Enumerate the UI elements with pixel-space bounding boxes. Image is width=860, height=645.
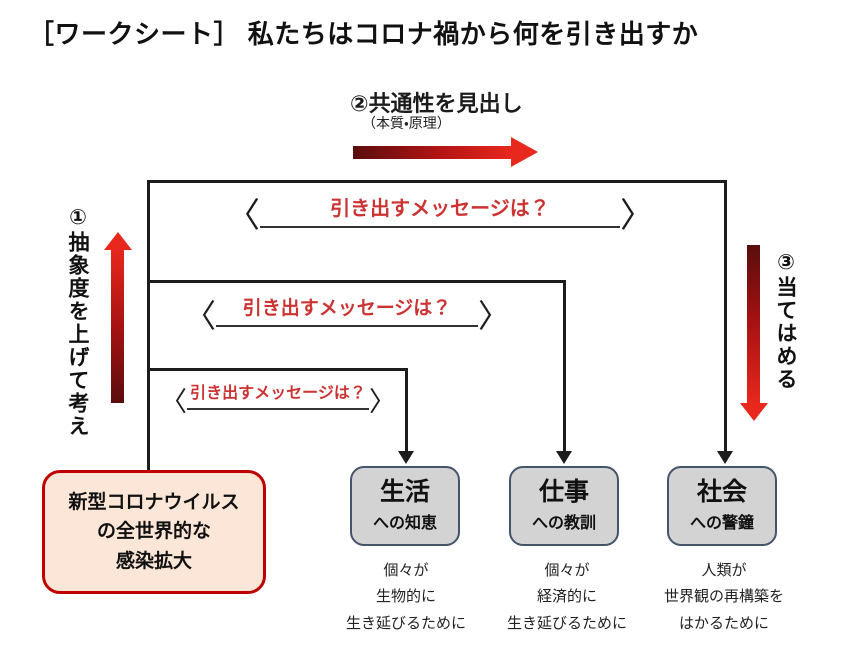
message-row-bottom: 〈 引き出すメッセージは？ 〉 bbox=[160, 379, 396, 415]
arrowhead-work-icon bbox=[556, 451, 572, 464]
source-box-line: の全世界的な bbox=[96, 521, 211, 543]
step1-label: ①抽象度を上げて考え bbox=[66, 205, 89, 438]
message-blank-line: 引き出すメッセージは？ bbox=[187, 379, 369, 410]
step3-label: ③当てはめる bbox=[774, 250, 797, 391]
caption-line: 人類が bbox=[701, 562, 747, 579]
caption-work: 個々が 経済的に 生き延びるために bbox=[477, 558, 657, 637]
caption-line: 生き延びるために bbox=[345, 614, 466, 632]
connector-left-vertical bbox=[147, 180, 150, 470]
message-blank-line: 引き出すメッセージは？ bbox=[260, 192, 620, 228]
message-row-top: 〈 引き出すメッセージは？ 〉 bbox=[226, 192, 654, 233]
category-subtitle: への警鐘 bbox=[689, 514, 754, 532]
arrowhead-society-icon bbox=[717, 451, 733, 464]
message-blank-line: 引き出すメッセージは？ bbox=[216, 293, 478, 327]
up-red-arrow-icon bbox=[104, 232, 132, 250]
caption-line: 生物的に bbox=[375, 588, 436, 606]
source-box-line: 感染拡大 bbox=[115, 550, 192, 572]
down-red-arrow-shaft bbox=[747, 245, 760, 403]
connector-society-vertical bbox=[724, 180, 727, 451]
category-subtitle: への教訓 bbox=[531, 514, 596, 532]
category-title: 生活 bbox=[379, 478, 430, 507]
category-box-society: 社会 への警鐘 bbox=[667, 466, 777, 546]
caption-line: はかるために bbox=[678, 614, 769, 632]
angle-bracket-left-icon: 〈 bbox=[184, 298, 217, 335]
category-box-work: 仕事 への教訓 bbox=[509, 466, 619, 546]
connector-work-vertical bbox=[563, 280, 566, 451]
connector-life-vertical bbox=[405, 368, 408, 451]
page-title: ［ワークシート］ 私たちはコロナ禍から何を引き出すか bbox=[28, 19, 699, 49]
caption-line: 世界観の再構築を bbox=[663, 588, 784, 606]
right-red-arrow-icon bbox=[511, 137, 538, 167]
up-red-arrow-shaft bbox=[111, 249, 124, 403]
angle-bracket-right-icon: 〉 bbox=[369, 386, 396, 417]
right-red-arrow-shaft bbox=[353, 146, 511, 159]
source-box-line: 新型コロナウイルス bbox=[68, 491, 240, 513]
caption-line: 生き延びるために bbox=[506, 614, 627, 632]
category-title: 社会 bbox=[696, 478, 747, 507]
down-red-arrow-icon bbox=[740, 403, 768, 421]
connector-top-horizontal bbox=[147, 180, 727, 183]
message-row-middle: 〈 引き出すメッセージは？ 〉 bbox=[184, 293, 510, 332]
angle-bracket-left-icon: 〈 bbox=[160, 386, 187, 417]
step2-label: ②共通性を見出し bbox=[350, 91, 523, 116]
caption-life: 個々が 生物的に 生き延びるために bbox=[316, 558, 496, 637]
caption-society: 人類が 世界観の再構築を はかるために bbox=[634, 558, 814, 637]
arrowhead-life-icon bbox=[398, 451, 414, 464]
caption-line: 個々が bbox=[383, 562, 429, 579]
category-title: 仕事 bbox=[538, 478, 589, 507]
category-subtitle: への知恵 bbox=[372, 514, 437, 532]
angle-bracket-right-icon: 〉 bbox=[620, 197, 654, 236]
step2-sublabel: （本質・原理） bbox=[362, 115, 451, 131]
angle-bracket-right-icon: 〉 bbox=[477, 298, 510, 335]
source-box-covid: 新型コロナウイルス の全世界的な 感染拡大 bbox=[42, 470, 266, 594]
category-box-life: 生活 への知恵 bbox=[350, 466, 460, 546]
caption-line: 経済的に bbox=[536, 588, 597, 606]
caption-line: 個々が bbox=[544, 562, 590, 579]
angle-bracket-left-icon: 〈 bbox=[226, 197, 260, 236]
connector-inner-horizontal bbox=[147, 368, 408, 371]
connector-middle-horizontal bbox=[147, 280, 566, 283]
